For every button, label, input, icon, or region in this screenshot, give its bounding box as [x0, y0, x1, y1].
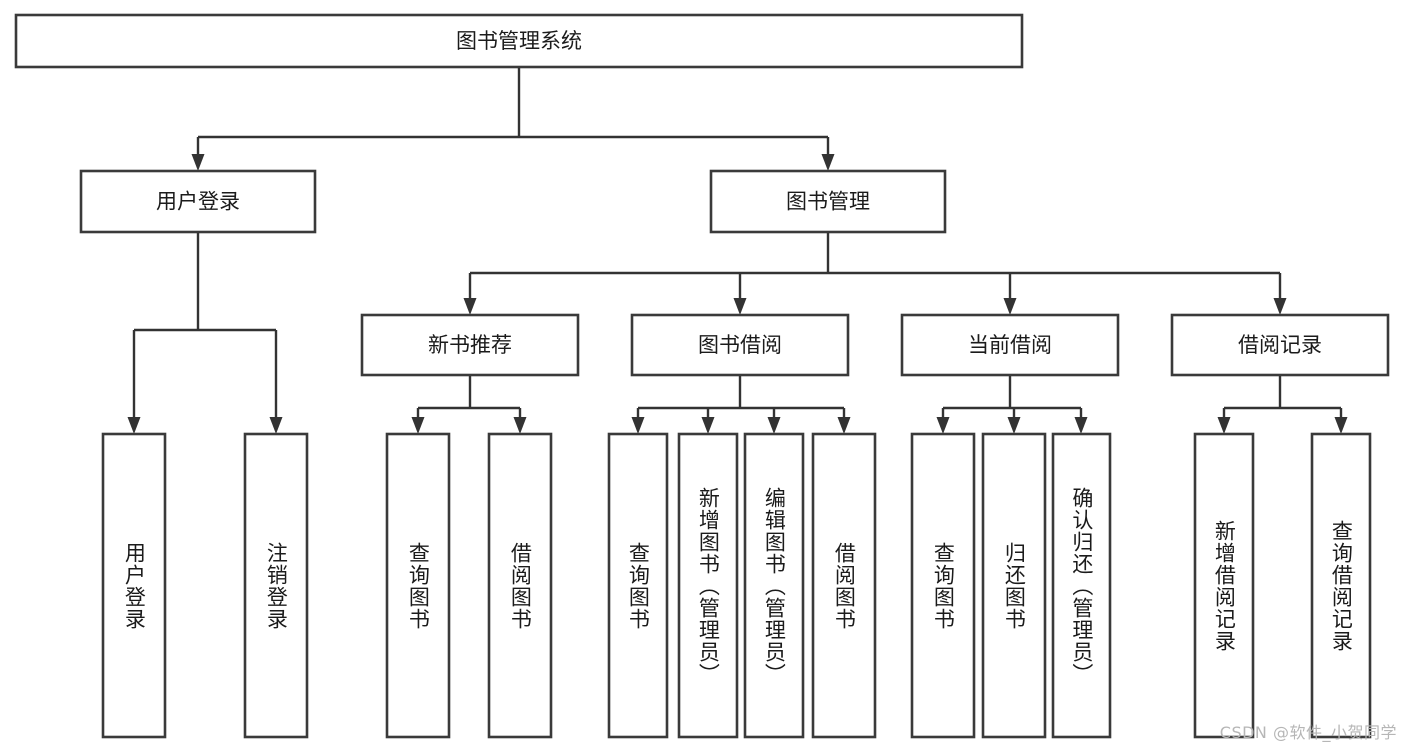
- node-leaf-query-book-2-box[interactable]: [607, 432, 669, 739]
- edges-layer: [127, 67, 1348, 434]
- node-leaf-query-book-1-box[interactable]: [385, 432, 451, 739]
- node-new-book-rec-label: 新书推荐: [428, 333, 512, 357]
- edge-arrowhead-icon: [269, 417, 283, 434]
- node-book-borrow-box[interactable]: [630, 313, 850, 377]
- node-leaf-add-record-box[interactable]: [1193, 432, 1255, 739]
- edge-arrowhead-icon: [513, 417, 527, 434]
- edge-arrowhead-icon: [1273, 298, 1287, 315]
- edge-arrowhead-icon: [631, 417, 645, 434]
- node-leaf-borrow-book-2-box[interactable]: [811, 432, 877, 739]
- edge-borrowrecord-leaves: [1217, 375, 1348, 434]
- edge-bookborrow-leaves: [631, 375, 851, 434]
- edge-arrowhead-icon: [733, 298, 747, 315]
- edge-arrowhead-icon: [767, 417, 781, 434]
- node-user-login-box[interactable]: [79, 169, 317, 234]
- node-new-book-rec-box[interactable]: [360, 313, 580, 377]
- edge-bookmanage-level3: [463, 232, 1287, 315]
- csdn-watermark: CSDN @软件_小贺同学: [1219, 723, 1397, 742]
- edge-arrowhead-icon: [411, 417, 425, 434]
- edge-currentborrow-leaves: [936, 375, 1088, 434]
- edge-arrowhead-icon: [127, 417, 141, 434]
- node-root-box[interactable]: [14, 13, 1024, 69]
- node-leaf-borrow-book-1-box[interactable]: [487, 432, 553, 739]
- edge-arrowhead-icon: [1334, 417, 1348, 434]
- edge-arrowhead-icon: [936, 417, 950, 434]
- node-leaf-query-record-box[interactable]: [1310, 432, 1372, 739]
- node-leaf-confirm-return-box[interactable]: [1051, 432, 1112, 739]
- node-book-manage-label: 图书管理: [786, 190, 870, 214]
- node-leaf-user-login-box[interactable]: [101, 432, 167, 739]
- node-leaf-logout-box[interactable]: [243, 432, 309, 739]
- edge-arrowhead-icon: [191, 154, 205, 171]
- edge-arrowhead-icon: [837, 417, 851, 434]
- node-book-manage-box[interactable]: [709, 169, 947, 234]
- node-leaf-edit-book-box[interactable]: [743, 432, 805, 739]
- edge-arrowhead-icon: [1003, 298, 1017, 315]
- node-current-borrow-box[interactable]: [900, 313, 1120, 377]
- node-borrow-record-label: 借阅记录: [1238, 333, 1322, 357]
- node-user-login-label: 用户登录: [156, 190, 240, 214]
- node-leaf-add-book-box[interactable]: [677, 432, 739, 739]
- edge-arrowhead-icon: [1007, 417, 1021, 434]
- node-leaf-return-book-box[interactable]: [981, 432, 1047, 739]
- node-current-borrow-label: 当前借阅: [968, 333, 1052, 357]
- edge-arrowhead-icon: [463, 298, 477, 315]
- edge-arrowhead-icon: [821, 154, 835, 171]
- edge-arrowhead-icon: [1074, 417, 1088, 434]
- edge-arrowhead-icon: [1217, 417, 1231, 434]
- boxes-layer: [14, 13, 1390, 739]
- edge-newbook-leaves: [411, 375, 527, 434]
- node-leaf-query-book-3-box[interactable]: [910, 432, 976, 739]
- edge-arrowhead-icon: [701, 417, 715, 434]
- node-borrow-record-box[interactable]: [1170, 313, 1390, 377]
- edge-root-level2: [191, 67, 835, 171]
- node-book-borrow-label: 图书借阅: [698, 333, 782, 357]
- node-root-label: 图书管理系统: [456, 29, 582, 53]
- edge-userlogin-leaves: [127, 232, 283, 434]
